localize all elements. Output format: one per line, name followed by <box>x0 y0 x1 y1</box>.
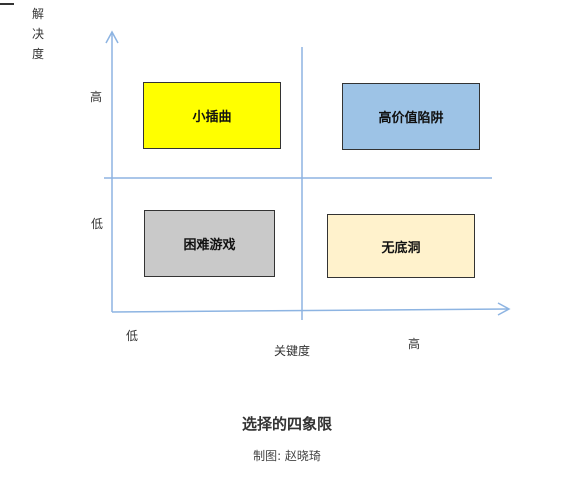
quadrant-bottom-right-label: 无底洞 <box>381 240 421 256</box>
y-axis-label-char-3: 度 <box>31 47 44 61</box>
x-axis-arrow <box>497 302 511 316</box>
quadrant-top-left-label: 小插曲 <box>192 110 232 125</box>
quadrant-bottom-right: 无底洞 <box>327 214 475 278</box>
x-high-label: 高 <box>408 337 421 351</box>
x-axis-line <box>111 308 509 313</box>
y-axis-label-char-2: 决 <box>31 27 44 41</box>
x-axis-label: 关键度 <box>274 344 311 358</box>
quadrant-top-right-label: 高价值陷阱 <box>378 111 444 126</box>
quadrant-bottom-left: 困难游戏 <box>144 210 275 277</box>
corner-mark <box>0 3 14 5</box>
y-low-label: 低 <box>91 217 104 231</box>
diagram-caption: 制图: 赵晓琦 <box>253 449 321 463</box>
quadrant-top-left: 小插曲 <box>143 82 281 149</box>
y-axis-label-char-1: 解 <box>31 7 44 21</box>
quadrant-bottom-left-label: 困难游戏 <box>183 238 236 253</box>
y-high-label: 高 <box>90 90 103 104</box>
y-axis-arrow <box>105 30 119 44</box>
quadrant-top-right: 高价值陷阱 <box>342 83 480 150</box>
diagram-title: 选择的四象限 <box>241 415 332 433</box>
x-low-label: 低 <box>126 329 139 343</box>
